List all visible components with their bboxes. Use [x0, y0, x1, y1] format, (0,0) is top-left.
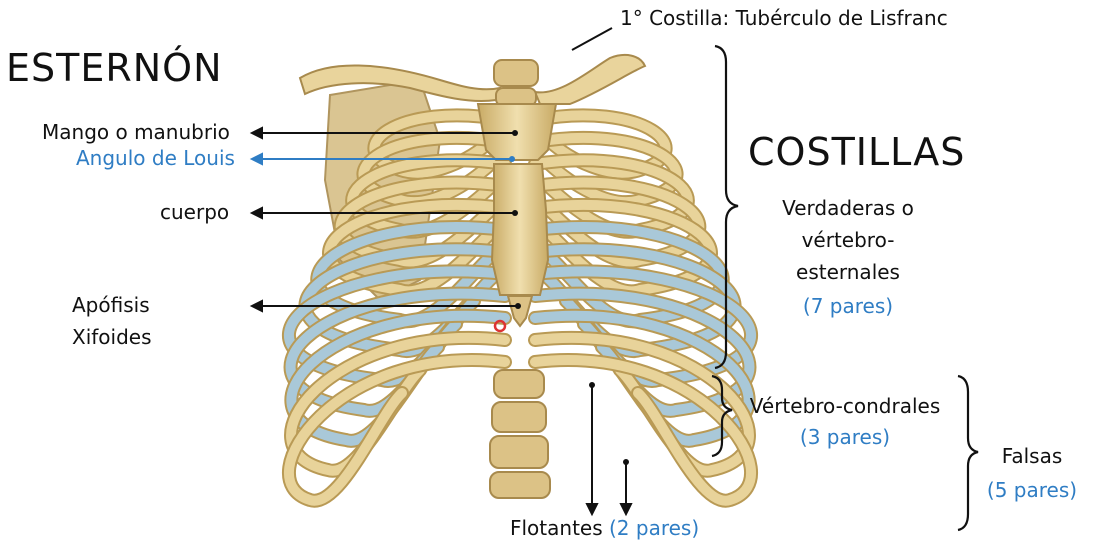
true-ribs-line1: Verdaderas o: [782, 196, 914, 220]
rib-left-12: [284, 355, 510, 506]
falsas-brace: [957, 374, 979, 532]
vertebro-condrales-label: Vértebro-condrales: [749, 394, 941, 418]
xiphoid-process: [506, 295, 534, 328]
first-rib-label: 1° Costilla: Tubérculo de Lisfranc: [620, 6, 948, 30]
true-ribs-line2: vértebro-: [801, 228, 895, 252]
false-ribs-count: (5 pares): [986, 478, 1078, 502]
xiphoid-label-line1: Apófisis: [72, 293, 150, 317]
floating-ribs-count: (2 pares): [609, 516, 700, 540]
vertebro-condrales-count: (3 pares): [799, 425, 891, 449]
true-ribs-line3: esternales: [796, 260, 900, 284]
sternal-body: [490, 163, 550, 296]
costillas-brace: [714, 44, 739, 370]
false-ribs-label: Falsas: [1001, 444, 1063, 468]
vertebro-condrales-brace: [711, 374, 733, 458]
true-ribs-count: (7 pares): [802, 294, 894, 318]
cursor-pointer: [493, 319, 507, 333]
right-clavicle: [533, 53, 647, 105]
sternum-title: ESTERNÓN: [6, 46, 223, 90]
manubrium-label: Mango o manubrio: [42, 120, 230, 144]
vertebral-column: [489, 59, 551, 499]
floating-ribs-label: Flotantes: [510, 516, 603, 540]
first-rib-line: [571, 27, 613, 51]
ribs-title: COSTILLAS: [748, 130, 966, 174]
rib-right-12: [530, 355, 756, 506]
angle-of-louis-label: Angulo de Louis: [76, 146, 235, 170]
floating-ribs-row: Flotantes (2 pares): [510, 516, 699, 540]
xiphoid-label-line2: Xifoides: [72, 325, 152, 349]
body-label: cuerpo: [160, 200, 230, 224]
